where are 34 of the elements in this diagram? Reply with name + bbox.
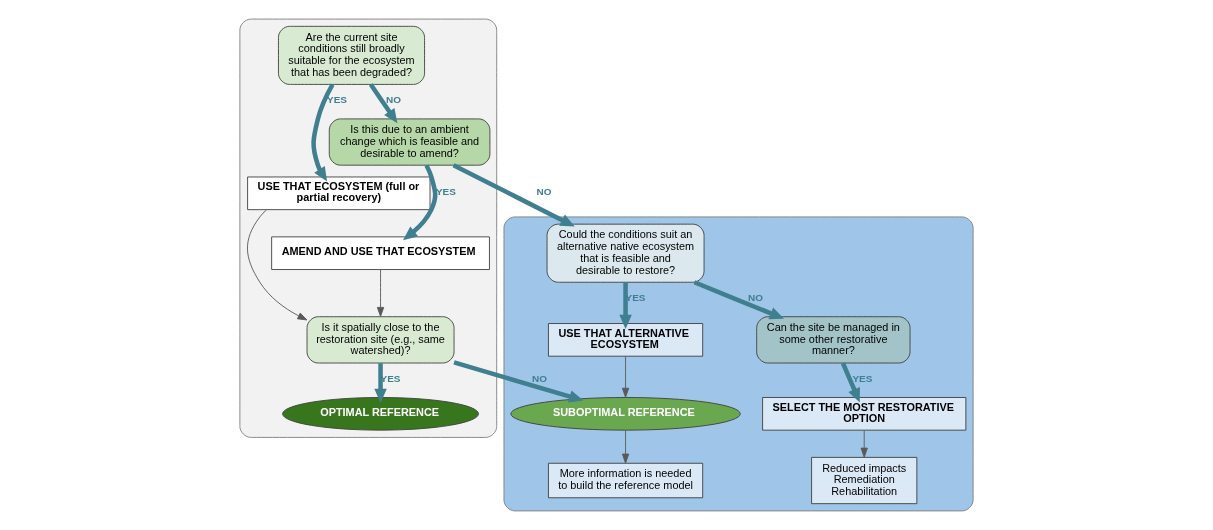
arrow bbox=[693, 280, 784, 320]
node-box: More information is needed to build the reference model bbox=[547, 462, 704, 499]
arrow bbox=[452, 163, 575, 227]
node-box: Can the site be managed in some other restorative manner? bbox=[756, 316, 911, 364]
node-ellipse: SUBOPTIMAL REFERENCE bbox=[510, 397, 741, 431]
arrow bbox=[376, 269, 385, 317]
arrow bbox=[368, 83, 398, 124]
edge-label: YES bbox=[852, 372, 873, 384]
arrow bbox=[619, 282, 632, 330]
node-box: Are the current site conditions still broadly suitable for the ecosystem that has been degraded? bbox=[278, 25, 425, 85]
arrow bbox=[621, 430, 630, 464]
node-box: SELECT THE MOST RESTORATIVE OPTION bbox=[762, 397, 967, 431]
node-box: Could the conditions suit an alternative native ecosystem that is feasible and desirable to restore? bbox=[546, 223, 705, 283]
node-box: Reduced impacts Remediation Rehabilitation bbox=[811, 456, 918, 505]
node-box: Is it spatially close to the restoration site (e.g., same watershed)? bbox=[306, 316, 455, 364]
edge-label: NO bbox=[532, 372, 548, 384]
edge-label: NO bbox=[385, 94, 401, 106]
arrow bbox=[453, 360, 584, 403]
edge-label: NO bbox=[536, 185, 552, 197]
node-box: AMEND AND USE THAT ECOSYSTEM bbox=[271, 236, 490, 270]
arrow bbox=[621, 355, 630, 398]
edge-label: NO bbox=[748, 292, 764, 304]
arrow bbox=[840, 362, 860, 403]
edge-label: YES bbox=[327, 94, 347, 106]
arrow bbox=[374, 363, 387, 404]
node-ellipse: OPTIMAL REFERENCE bbox=[282, 397, 479, 431]
cluster bbox=[239, 18, 498, 438]
arrow bbox=[860, 430, 868, 458]
arrow bbox=[402, 164, 438, 241]
node-box: USE THAT ECOSYSTEM (full or partial recovery) bbox=[247, 176, 431, 211]
node-box: USE THAT ALTERNATIVE ECOSYSTEM bbox=[547, 323, 704, 357]
node-box: Is this due to an ambient change which is feasible and desirable to amend? bbox=[328, 118, 491, 166]
arrow bbox=[247, 209, 308, 321]
arrow bbox=[311, 83, 335, 182]
